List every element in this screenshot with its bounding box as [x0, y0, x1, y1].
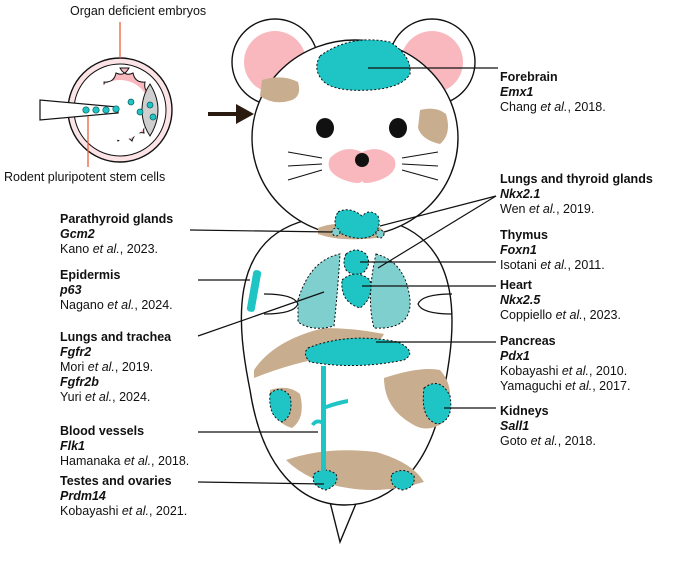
reference-citation: Kobayashi et al., 2021. — [60, 504, 188, 518]
organ-title: Kidneys — [500, 404, 549, 418]
gene-name: Gcm2 — [60, 227, 95, 241]
gene-name: Emx1 — [500, 85, 534, 99]
injection-pipette — [39, 99, 119, 121]
organ-title: Lungs and thyroid glands — [500, 172, 653, 186]
stem-cells-label: Rodent pluripotent stem cells — [4, 170, 166, 184]
right-kidney-organ — [422, 383, 452, 425]
heart-organ — [341, 273, 372, 309]
reference-citation: Chang et al., 2018. — [500, 100, 606, 114]
organ-title: Lungs and trachea — [60, 330, 172, 344]
reference-citation: Wen et al., 2019. — [500, 202, 595, 216]
thymus-organ — [343, 249, 370, 276]
reference-citation: Kobayashi et al., 2010. — [500, 364, 628, 378]
gene-name: Pdx1 — [500, 349, 530, 363]
reference-citation: Goto et al., 2018. — [500, 434, 596, 448]
reference-citation: Hamanaka et al., 2018. — [60, 454, 190, 468]
organ-deficient-label: Organ deficient embryos — [70, 4, 207, 18]
organ-title: Forebrain — [500, 70, 558, 84]
reference-citation: Yamaguchi et al., 2017. — [500, 379, 631, 393]
reference-citation: Kano et al., 2023. — [60, 242, 159, 256]
reference-citation: Coppiello et al., 2023. — [500, 308, 621, 322]
left-lung-organ — [297, 253, 341, 329]
epidermis-organ — [246, 270, 262, 312]
gene-name: p63 — [60, 283, 82, 297]
stem-cell-dots — [82, 98, 157, 121]
gene-name: Prdm14 — [60, 489, 106, 503]
gene-name: Sall1 — [500, 419, 530, 433]
reference-citation: Nagano et al., 2024. — [60, 298, 173, 312]
right-arrow-icon — [208, 104, 254, 124]
gene-name: Nkx2.5 — [500, 293, 541, 307]
reference-citation: Mori et al., 2019. — [60, 360, 154, 374]
gene-name: Foxn1 — [500, 243, 537, 257]
gene-name: Nkx2.1 — [500, 187, 541, 201]
gene-name: Flk1 — [60, 439, 86, 453]
pancreas-organ — [304, 337, 411, 367]
parathyroid-right — [375, 229, 385, 239]
blood-vessel-organ — [311, 366, 348, 476]
organs — [269, 39, 452, 491]
left-eye — [316, 118, 334, 138]
forebrain-organ — [316, 39, 411, 91]
organ-title: Thymus — [500, 228, 548, 242]
left-kidney-organ — [269, 389, 292, 423]
reference-citation: Yuri et al., 2024. — [60, 390, 151, 404]
organ-title: Parathyroid glands — [60, 212, 174, 226]
parathyroid-left — [331, 227, 341, 237]
organ-title: Heart — [500, 278, 532, 292]
organ-title: Testes and ovaries — [60, 474, 172, 488]
right-lung-organ — [369, 253, 411, 329]
whiskers — [287, 151, 439, 181]
organ-title: Epidermis — [60, 268, 121, 282]
mouse-nose — [355, 153, 369, 167]
organ-title: Pancreas — [500, 334, 556, 348]
gene-name: Fgfr2 — [60, 345, 92, 359]
reference-citation: Isotani et al., 2011. — [500, 258, 605, 272]
leader-lines — [189, 67, 498, 485]
organ-title: Blood vessels — [60, 424, 145, 438]
thyroid-organ — [334, 209, 380, 239]
right-gonad-organ — [390, 470, 415, 491]
embryo-illustration — [39, 22, 173, 167]
gene-name: Fgfr2b — [60, 375, 99, 389]
right-eye — [389, 118, 407, 138]
